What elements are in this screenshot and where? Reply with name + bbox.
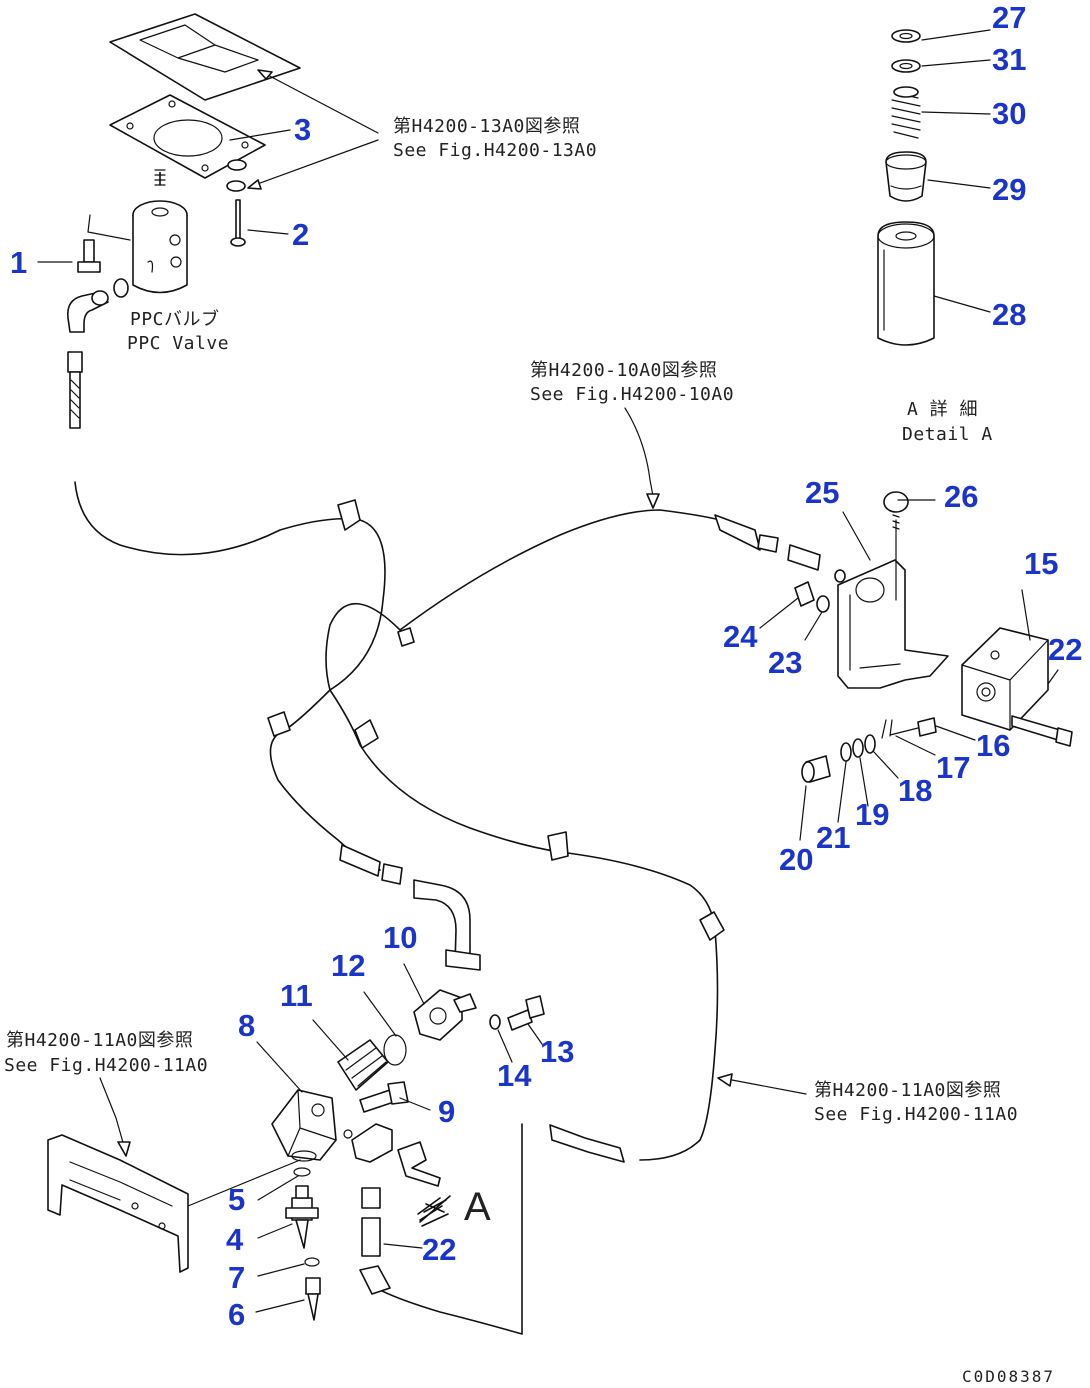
callout-30: 30	[992, 96, 1026, 131]
ref-arrow-11a0-right	[717, 1073, 807, 1095]
ppc-valve-en: PPC Valve	[127, 333, 229, 354]
detail-a-en: Detail A	[902, 424, 993, 445]
ref-h4200-13a0-en: See Fig.H4200-13A0	[393, 140, 597, 161]
callout-5: 5	[228, 1182, 245, 1217]
callout-21: 21	[816, 820, 850, 855]
callout-12: 12	[331, 948, 365, 983]
callout-11: 11	[280, 978, 313, 1013]
ref-h4200-11a0-right-jp: 第H4200-11A0図参照	[814, 1080, 1001, 1101]
part-callouts: 1 2 3 4 5 6 7 8 9 10 11 12 13 14 15 16 1…	[10, 0, 1082, 1332]
callout-4: 4	[226, 1222, 244, 1257]
callout-23: 23	[768, 645, 802, 680]
callout-9: 9	[438, 1094, 455, 1129]
hose-fittings	[339, 514, 821, 1295]
drawing-code: C0D08387	[962, 1367, 1055, 1386]
ref-h4200-11a0-left-en: See Fig.H4200-11A0	[4, 1055, 208, 1076]
callout-7: 7	[228, 1260, 245, 1295]
callout-3: 3	[294, 112, 311, 147]
callout-18: 18	[898, 773, 932, 808]
filter-housing-group	[47, 963, 545, 1321]
detail-a-group	[759, 491, 1073, 841]
callout-15: 15	[1024, 546, 1058, 581]
callout-22-detail: 22	[1048, 632, 1082, 667]
ppc-valve-jp: PPCバルブ	[130, 308, 220, 330]
ref-h4200-11a0-right-en: See Fig.H4200-11A0	[814, 1104, 1018, 1125]
callout-14: 14	[497, 1058, 532, 1093]
ref-arrow-11a0-left	[99, 1077, 131, 1157]
callout-19: 19	[855, 797, 889, 832]
callout-25: 25	[805, 475, 839, 510]
ref-h4200-13a0-jp: 第H4200-13A0図参照	[393, 116, 580, 137]
hose-clamps	[267, 499, 725, 941]
callout-2: 2	[292, 217, 309, 252]
view-marker-a: A	[464, 1185, 491, 1229]
ref-h4200-11a0-left-jp: 第H4200-11A0図参照	[6, 1030, 193, 1051]
callout-24: 24	[723, 619, 758, 654]
callout-31: 31	[992, 42, 1026, 77]
ref-arrow-10a0	[624, 407, 660, 509]
callout-10: 10	[383, 920, 417, 955]
callout-20: 20	[779, 842, 813, 877]
callout-29: 29	[992, 172, 1026, 207]
callout-28: 28	[992, 297, 1026, 332]
callout-17: 17	[936, 750, 970, 785]
callout-16: 16	[976, 728, 1010, 763]
callout-26: 26	[944, 479, 978, 514]
callout-27: 27	[992, 0, 1026, 35]
ref-h4200-10a0-jp: 第H4200-10A0図参照	[530, 360, 717, 381]
detail-a-jp: A 詳 細	[907, 399, 978, 420]
callout-13: 13	[540, 1034, 574, 1069]
filter-element-group	[877, 29, 991, 346]
callout-6: 6	[228, 1297, 245, 1332]
ppc-valve-group	[37, 13, 301, 429]
ref-arrows-top	[247, 69, 379, 190]
callout-22-bottom: 22	[422, 1232, 456, 1267]
view-arrow-a	[417, 1195, 451, 1227]
callout-8: 8	[238, 1008, 255, 1043]
ref-h4200-10a0-en: See Fig.H4200-10A0	[530, 384, 734, 405]
callout-1: 1	[10, 245, 27, 280]
